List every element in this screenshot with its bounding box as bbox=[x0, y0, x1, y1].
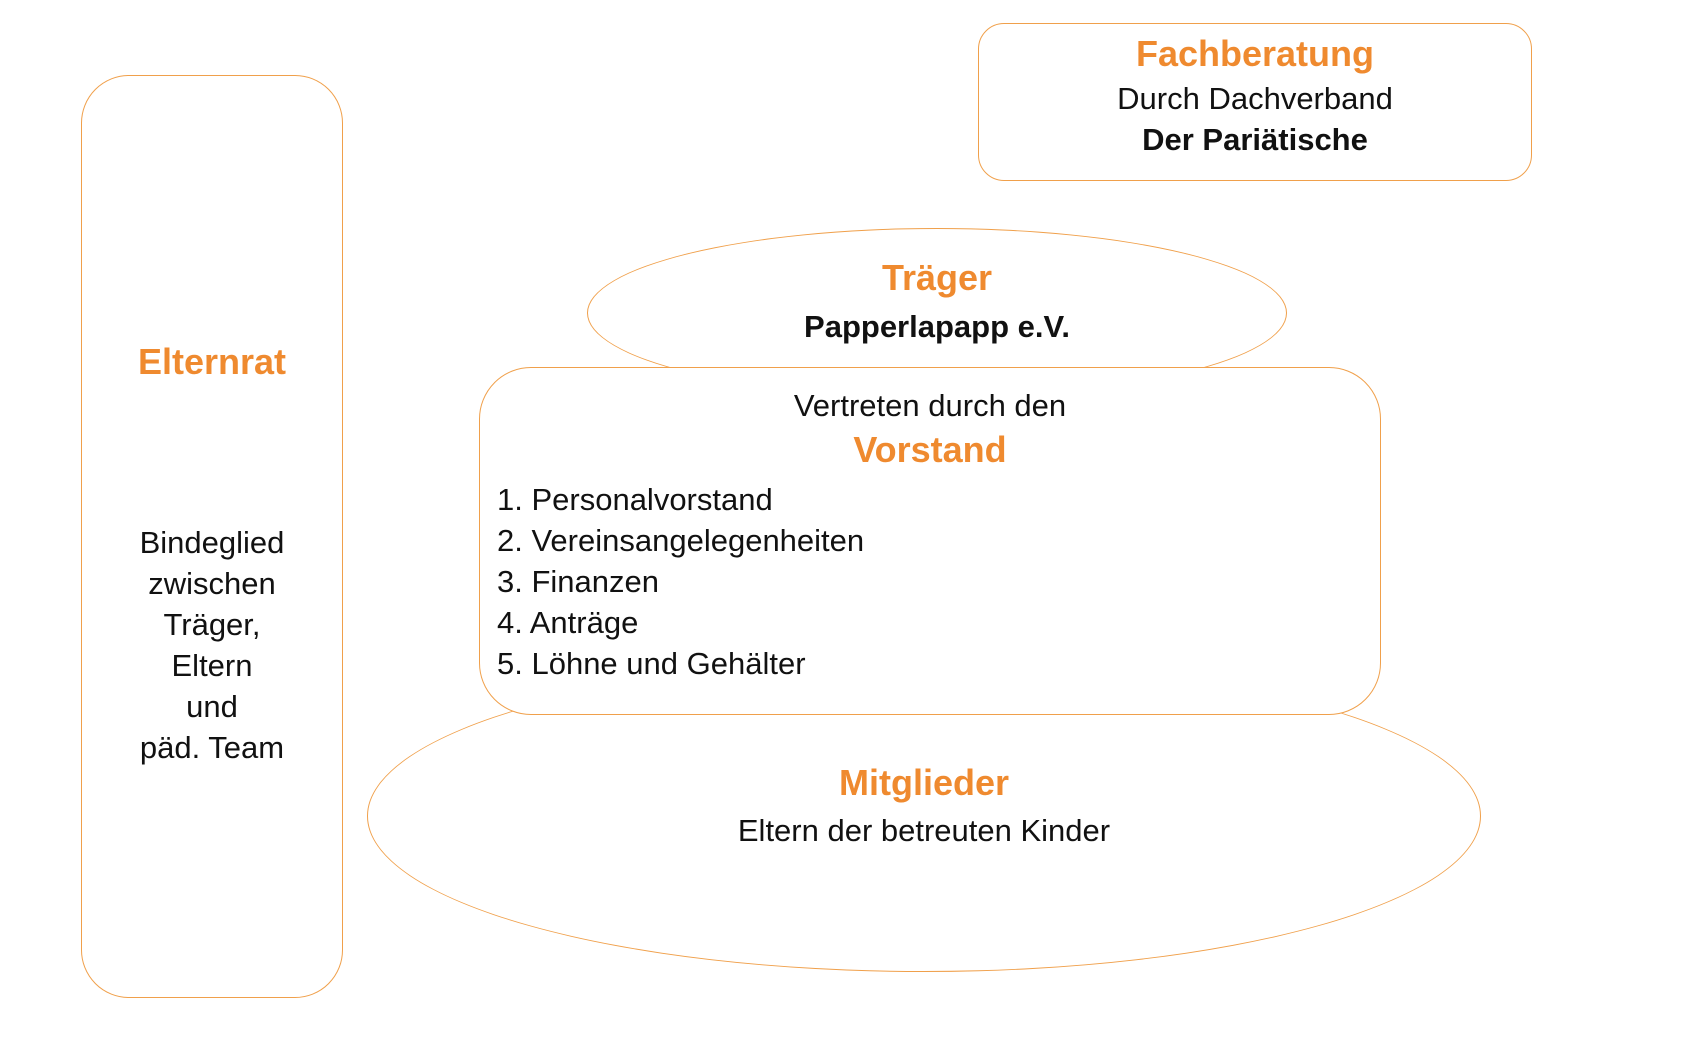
fachberatung-line1: Durch Dachverband bbox=[1117, 81, 1393, 116]
elternrat-line: Eltern bbox=[171, 648, 253, 683]
mitglieder-title: Mitglieder bbox=[838, 762, 1009, 803]
elternrat-line: Träger, bbox=[163, 607, 261, 642]
fachberatung-box: Fachberatung Durch Dachverband Der Pariä… bbox=[978, 23, 1532, 181]
elternrat-line: zwischen bbox=[148, 566, 276, 601]
list-item: 2. Vereinsangelegenheiten bbox=[497, 523, 865, 558]
list-item: 3. Finanzen bbox=[497, 564, 659, 599]
vorstand-box: Vertreten durch den Vorstand 1. Personal… bbox=[479, 367, 1381, 715]
traeger-name: Papperlapapp e.V. bbox=[804, 309, 1070, 344]
traeger-title: Träger bbox=[881, 257, 993, 298]
list-item: 5. Löhne und Gehälter bbox=[497, 646, 806, 681]
fachberatung-title: Fachberatung bbox=[1135, 33, 1375, 74]
elternrat-line: Bindeglied bbox=[139, 525, 285, 560]
fachberatung-line2: Der Pariätische bbox=[1142, 122, 1368, 157]
elternrat-line: päd. Team bbox=[139, 730, 285, 765]
elternrat-description: Bindeglied zwischen Träger, Eltern und p… bbox=[82, 522, 342, 768]
vorstand-title: Vorstand bbox=[853, 429, 1007, 470]
list-item: 1. Personalvorstand bbox=[497, 482, 773, 517]
elternrat-box: Elternrat Bindeglied zwischen Träger, El… bbox=[81, 75, 343, 998]
vorstand-task-list: 1. Personalvorstand 2. Vereinsangelegenh… bbox=[497, 479, 864, 684]
elternrat-line: und bbox=[186, 689, 238, 724]
list-item: 4. Anträge bbox=[497, 605, 639, 640]
elternrat-title: Elternrat bbox=[137, 341, 287, 382]
vorstand-intro: Vertreten durch den bbox=[793, 388, 1067, 423]
mitglieder-description: Eltern der betreuten Kinder bbox=[737, 813, 1111, 848]
